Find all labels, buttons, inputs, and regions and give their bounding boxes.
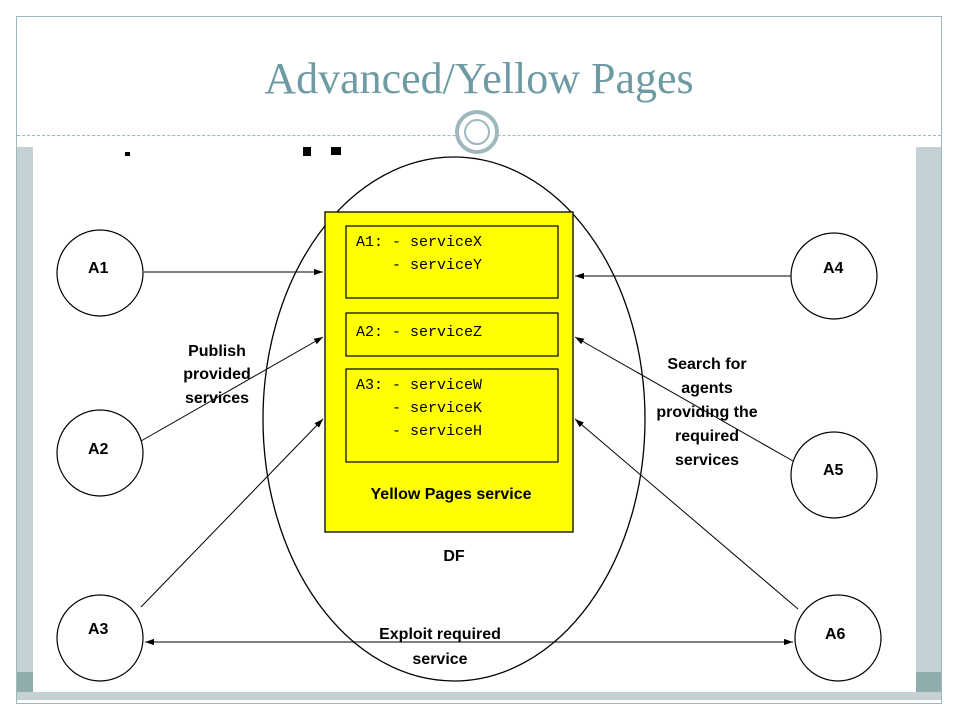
- cropped-text-fragment: [331, 147, 341, 155]
- title-area: Advanced/Yellow Pages: [17, 17, 941, 135]
- agent-a1-label: A1: [88, 260, 109, 277]
- entry-a3-line-3: - serviceH: [356, 423, 482, 440]
- agent-a6-label: A6: [825, 626, 846, 643]
- svg-text:required: required: [675, 428, 739, 445]
- svg-text:provided: provided: [183, 366, 251, 383]
- diagram-panel: A1: - serviceX - serviceY A2: - serviceZ…: [33, 147, 916, 692]
- arrow-a2-publish: [140, 336, 324, 442]
- agent-a4: A4: [790, 232, 878, 320]
- agent-a4-label: A4: [823, 260, 844, 277]
- entry-a2-line-1: A2: - serviceZ: [356, 324, 482, 341]
- exploit-label: Exploit required service: [379, 626, 501, 668]
- arrow-a5-search: [574, 336, 794, 462]
- agent-a3-label: A3: [88, 621, 109, 638]
- agent-a5-label: A5: [823, 462, 844, 479]
- df-ellipse: [262, 156, 646, 682]
- cropped-text-fragment: [125, 152, 130, 156]
- arrow-a3-publish: [140, 418, 324, 608]
- agent-a6: A6: [794, 594, 882, 682]
- agent-a5: A5: [790, 431, 878, 519]
- svg-text:agents: agents: [681, 380, 733, 397]
- agent-a3: A3: [56, 594, 144, 682]
- entry-a3-line-2: - serviceK: [356, 400, 482, 417]
- svg-text:services: services: [185, 390, 249, 407]
- entry-a3-line-1: A3: - serviceW: [356, 377, 482, 394]
- agent-a1: A1: [56, 229, 144, 317]
- yellow-pages-diagram: A1: - serviceX - serviceY A2: - serviceZ…: [56, 147, 882, 682]
- svg-text:providing the: providing the: [656, 404, 757, 421]
- arrow-a6-search: [574, 418, 799, 610]
- yellow-pages-box: [324, 211, 574, 533]
- publish-label: Publish provided services: [183, 343, 251, 407]
- entry-a1-box: [345, 225, 559, 299]
- entry-a1-line-2: - serviceY: [356, 257, 482, 274]
- svg-text:service: service: [412, 651, 467, 668]
- entry-a3-box: [345, 368, 559, 463]
- title-ring-ornament: [455, 110, 499, 154]
- svg-text:Search for: Search for: [667, 356, 746, 373]
- slide-frame: [16, 16, 942, 704]
- yellow-pages-label: Yellow Pages service: [371, 486, 532, 503]
- agent-a2: A2: [56, 409, 144, 497]
- svg-text:Exploit required: Exploit required: [379, 626, 501, 643]
- svg-text:services: services: [675, 452, 739, 469]
- entry-a1-line-1: A1: - serviceX: [356, 234, 482, 251]
- df-label: DF: [443, 548, 465, 565]
- agent-a2-label: A2: [88, 441, 109, 458]
- entry-a2-box: [345, 312, 559, 357]
- search-label: Search for agents providing the required…: [656, 356, 757, 469]
- svg-text:Publish: Publish: [188, 343, 246, 360]
- slide-title: Advanced/Yellow Pages: [264, 54, 694, 103]
- cropped-text-fragment: [303, 147, 311, 156]
